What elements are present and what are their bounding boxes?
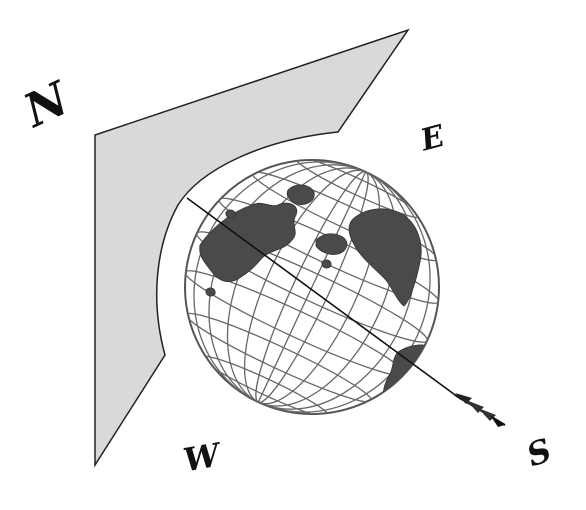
compass-label-north: N — [14, 70, 79, 138]
arrowhead-icon — [455, 393, 505, 427]
compass-label-east: E — [416, 118, 449, 158]
compass-label-south: S — [522, 431, 557, 475]
svg-text:S: S — [522, 431, 557, 475]
svg-text:N: N — [14, 70, 79, 138]
compass-label-west: W — [181, 435, 226, 479]
svg-text:E: E — [416, 118, 449, 158]
svg-text:W: W — [181, 435, 226, 479]
